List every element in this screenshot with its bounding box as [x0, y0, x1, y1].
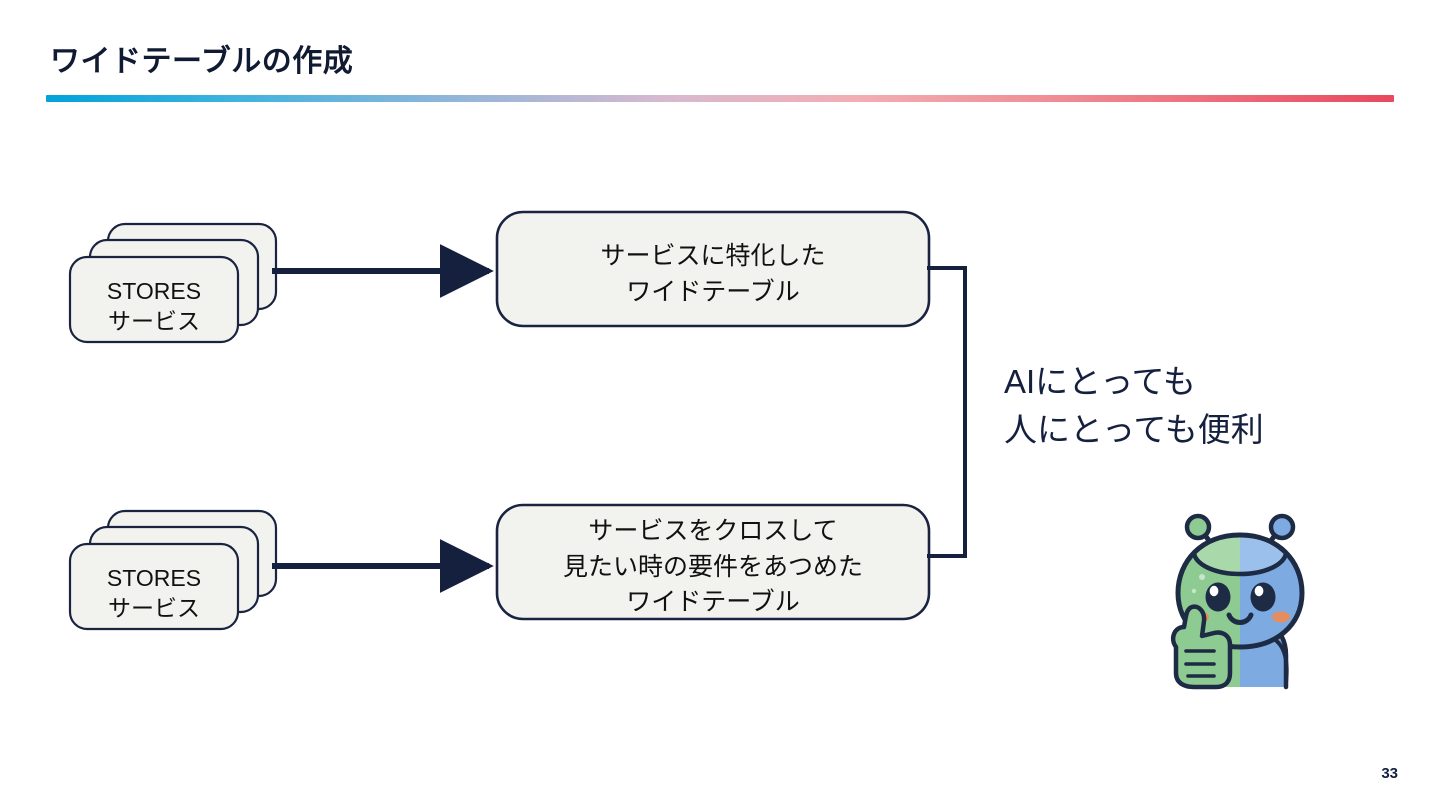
- mascot-speckle: [1199, 574, 1205, 580]
- mascot-eyes: [1205, 582, 1276, 612]
- page-title: ワイドテーブルの作成: [50, 45, 354, 78]
- source-stack-bottom[interactable]: [68, 509, 278, 631]
- alien-mascot-thumbs-up: [1171, 513, 1305, 690]
- source-card-front: [68, 542, 240, 631]
- source-stack-top[interactable]: [68, 222, 278, 344]
- wide-table-box-top[interactable]: [495, 210, 931, 328]
- merge-bracket: [927, 266, 967, 558]
- page-number: 33: [1381, 765, 1398, 782]
- mascot-thumbs-up-hand: [1171, 604, 1233, 690]
- title-gradient-rule: [46, 95, 1394, 102]
- mascot-antennae: [1184, 513, 1296, 556]
- mascot-speckle: [1191, 588, 1197, 594]
- source-card-front: [68, 255, 240, 344]
- benefit-callout: AIにとっても 人にとっても便利: [1004, 363, 1264, 448]
- mascot-blush-right: [1272, 611, 1290, 623]
- mascot-head: [1175, 532, 1305, 650]
- mascot-smile: [1226, 612, 1254, 625]
- wide-table-box-bottom[interactable]: [495, 503, 931, 621]
